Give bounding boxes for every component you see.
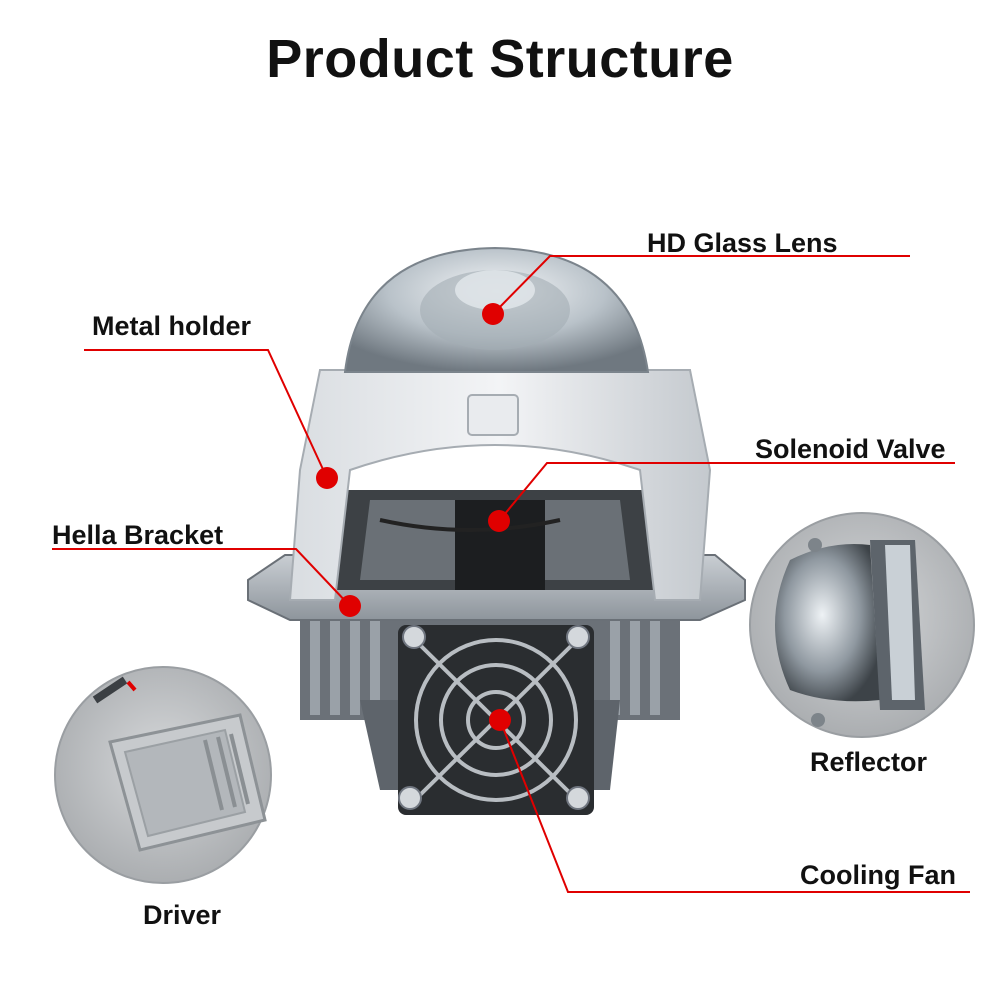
leader-line-cooling-fan <box>499 719 970 893</box>
leader-lines <box>52 255 970 893</box>
label-metal-holder: Metal holder <box>92 311 252 341</box>
leader-line-hella-bracket <box>52 548 351 607</box>
headlight-projector-image <box>247 246 746 815</box>
fan-screws <box>398 625 590 810</box>
label-reflector: Reflector <box>810 747 928 777</box>
leader-line-metal-holder <box>84 349 328 479</box>
dot-solenoid-valve <box>488 510 510 532</box>
label-solenoid-valve: Solenoid Valve <box>755 434 946 464</box>
dot-metal-holder <box>316 467 338 489</box>
label-hd-glass-lens: HD Glass Lens <box>647 228 838 258</box>
dot-cooling-fan <box>489 709 511 731</box>
dot-hd-glass-lens <box>482 303 504 325</box>
leader-line-solenoid-valve <box>498 462 955 522</box>
callout-dots <box>316 303 511 731</box>
dot-hella-bracket <box>339 595 361 617</box>
reflector-closeup-image <box>749 512 975 738</box>
heatsink-fins <box>310 605 660 715</box>
page-title: Product Structure <box>266 29 734 89</box>
driver-module-image <box>54 666 272 884</box>
label-driver: Driver <box>143 900 222 930</box>
label-hella-bracket: Hella Bracket <box>52 520 224 550</box>
leader-line-hd-glass-lens <box>492 255 910 315</box>
label-cooling-fan: Cooling Fan <box>800 860 956 890</box>
metal-holder-frame <box>288 369 712 601</box>
